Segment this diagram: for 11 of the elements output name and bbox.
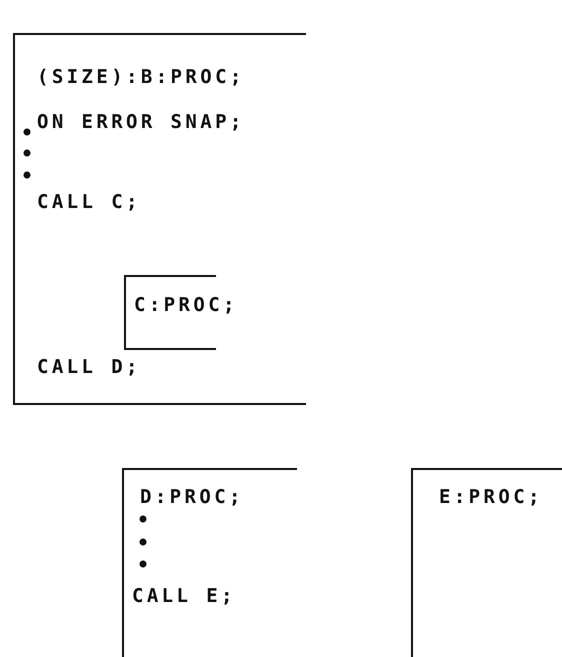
code-line: CALL D; — [37, 356, 141, 378]
code-line: ON ERROR SNAP; — [37, 111, 245, 133]
code-line: D:PROC; — [140, 486, 244, 508]
procedure-block — [122, 468, 297, 657]
procedure-block — [411, 468, 562, 657]
code-line: CALL C; — [37, 191, 141, 213]
code-line: CALL E; — [132, 585, 236, 607]
procedure-block — [13, 33, 306, 405]
code-line: C:PROC; — [134, 294, 238, 316]
code-line: (SIZE):B:PROC; — [37, 66, 245, 88]
code-line: E:PROC; — [439, 486, 543, 508]
